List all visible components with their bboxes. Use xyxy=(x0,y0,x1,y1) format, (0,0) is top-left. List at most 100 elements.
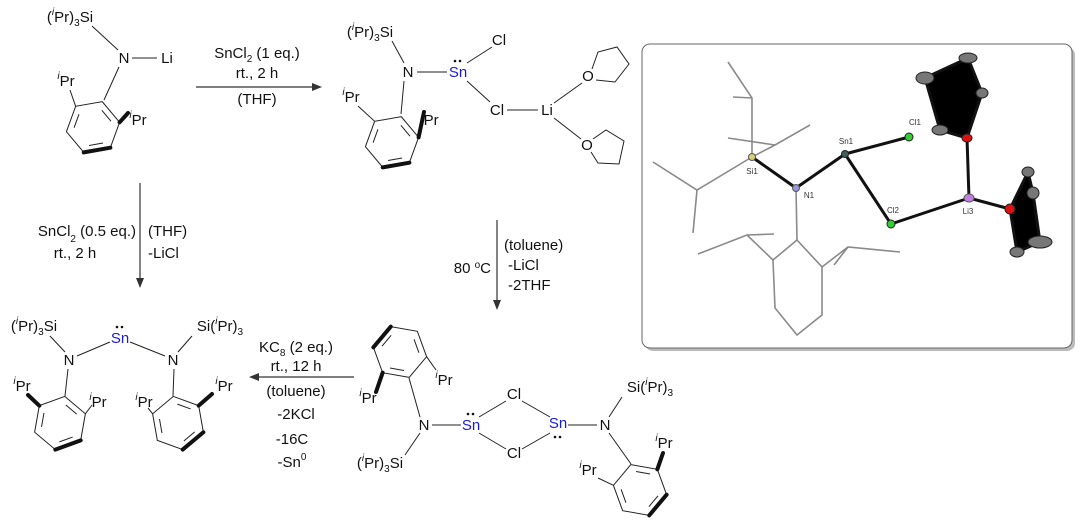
double-bond xyxy=(372,129,379,143)
ipr-group: iPr xyxy=(135,392,152,411)
substituent-bond xyxy=(357,105,375,122)
text-run: Pr xyxy=(92,394,107,411)
bond-n-sn xyxy=(795,152,846,190)
double-bond xyxy=(59,436,73,443)
silyl-group: Si(iPr)3 xyxy=(627,377,674,399)
double-bond xyxy=(413,339,420,353)
carbon-atom xyxy=(915,71,935,85)
ipr-group: iPr xyxy=(435,370,452,389)
ipr-group: iPr xyxy=(359,388,376,407)
text-run: i xyxy=(579,460,582,471)
lone-pair-dot xyxy=(553,435,557,439)
thf-ring xyxy=(590,129,625,165)
text-run: ( xyxy=(47,9,52,26)
silyl-group: (iPr)3Si xyxy=(357,453,403,475)
reaction-step-1: SnCl2 (1 eq.) rt., 2 h (THF) xyxy=(196,45,322,108)
text-run: (THF) xyxy=(237,91,276,108)
text-run: 2 xyxy=(70,234,76,245)
silyl-group: (iPr)3Si xyxy=(11,316,57,338)
chlorine-atom xyxy=(904,132,914,142)
text-run: Pr xyxy=(362,390,377,407)
lone-pair-dot xyxy=(466,412,470,416)
text-run: Si xyxy=(44,318,57,335)
carbon-atom xyxy=(1009,246,1025,258)
double-bond xyxy=(648,495,659,508)
text-run: -Sn xyxy=(278,454,301,471)
substituent-bond xyxy=(69,89,77,107)
text-run: Pr xyxy=(138,394,153,411)
byproduct: -2THF xyxy=(508,277,551,294)
text-run: Si xyxy=(380,24,393,41)
text-run: Pr) xyxy=(364,455,384,472)
lone-pair-dot xyxy=(558,435,562,439)
text-run: -LiCl xyxy=(508,257,539,274)
text-run: ( xyxy=(347,24,352,41)
bond xyxy=(478,400,507,418)
text-run: ( xyxy=(357,455,362,472)
reaction-step-2: SnCl2 (0.5 eq.) rt., 2 h (THF) -LiCl xyxy=(38,183,187,288)
bond xyxy=(608,396,623,418)
ipr-group: iPr xyxy=(129,110,146,129)
bond xyxy=(408,377,421,418)
reagent: SnCl2 (1 eq.) xyxy=(214,45,300,65)
double-bond xyxy=(41,412,45,428)
reaction-step-3: 80 oC (toluene) -LiCl -2THF xyxy=(454,220,563,310)
text-run: i xyxy=(655,433,658,444)
ipr-group: iPr xyxy=(13,376,30,395)
bond xyxy=(103,66,120,101)
text-run: i xyxy=(359,388,362,399)
ipr-group: iPr xyxy=(421,110,438,129)
bond xyxy=(478,432,507,450)
wedge-bond xyxy=(180,430,206,452)
text-run: Pr xyxy=(438,372,453,389)
wire-bond xyxy=(746,233,775,236)
text-run: (2 eq.) xyxy=(285,339,333,356)
bond xyxy=(608,432,632,465)
text-run: i xyxy=(135,392,138,403)
text-run: SnCl xyxy=(214,45,247,62)
text-run: (toluene) xyxy=(504,237,563,254)
atom-label-si1: Si1 xyxy=(746,167,758,176)
solvent: (THF) xyxy=(148,223,187,240)
silyl-group: Si(iPr)3 xyxy=(197,316,244,338)
double-bond xyxy=(387,157,403,161)
text-run: i xyxy=(352,22,355,33)
reagent: SnCl2 (0.5 eq.) xyxy=(38,223,136,245)
arrowhead-icon xyxy=(249,373,259,381)
arrowhead-icon xyxy=(312,83,322,91)
solvent: (toluene) xyxy=(504,237,563,254)
text-run: i xyxy=(362,453,365,464)
silicon-atom xyxy=(748,153,756,161)
carbon-atom xyxy=(1026,186,1040,200)
substituent-bond xyxy=(597,477,614,486)
text-run: (THF) xyxy=(148,223,187,240)
wedge-bond xyxy=(53,438,83,452)
silyl-group: (iPr)3Si xyxy=(347,22,393,44)
double-bond xyxy=(88,142,104,146)
text-run: 2 xyxy=(247,54,253,65)
text-run: 3 xyxy=(374,33,380,44)
text-run: i xyxy=(645,377,648,388)
text-run: i xyxy=(435,370,438,381)
wedge-bond xyxy=(647,492,669,518)
atom-n: N xyxy=(119,50,130,67)
text-run: Pr) xyxy=(54,9,74,26)
lone-pair-dot xyxy=(115,325,119,329)
bond xyxy=(553,117,582,140)
atom-label-n1: N1 xyxy=(804,191,815,200)
atom-n: N xyxy=(168,352,179,369)
compound-bis-amido-stannylene: (iPr)3Si Si(iPr)3 N N Sn iPr iPr iPr iPr xyxy=(11,316,244,411)
solvent: (toluene) xyxy=(266,383,325,400)
text-run: Pr xyxy=(60,73,75,90)
wedge-bond xyxy=(371,324,393,350)
text-run: rt., 2 h xyxy=(236,65,279,82)
substituent-bond xyxy=(426,356,437,371)
atom-n: N xyxy=(64,352,75,369)
ipr-group: iPr xyxy=(57,71,74,90)
text-run: ( xyxy=(11,318,16,335)
text-run: i xyxy=(421,110,424,121)
text-run: Pr xyxy=(658,435,673,452)
wire-bond xyxy=(795,187,798,241)
wire-bond xyxy=(727,137,776,146)
